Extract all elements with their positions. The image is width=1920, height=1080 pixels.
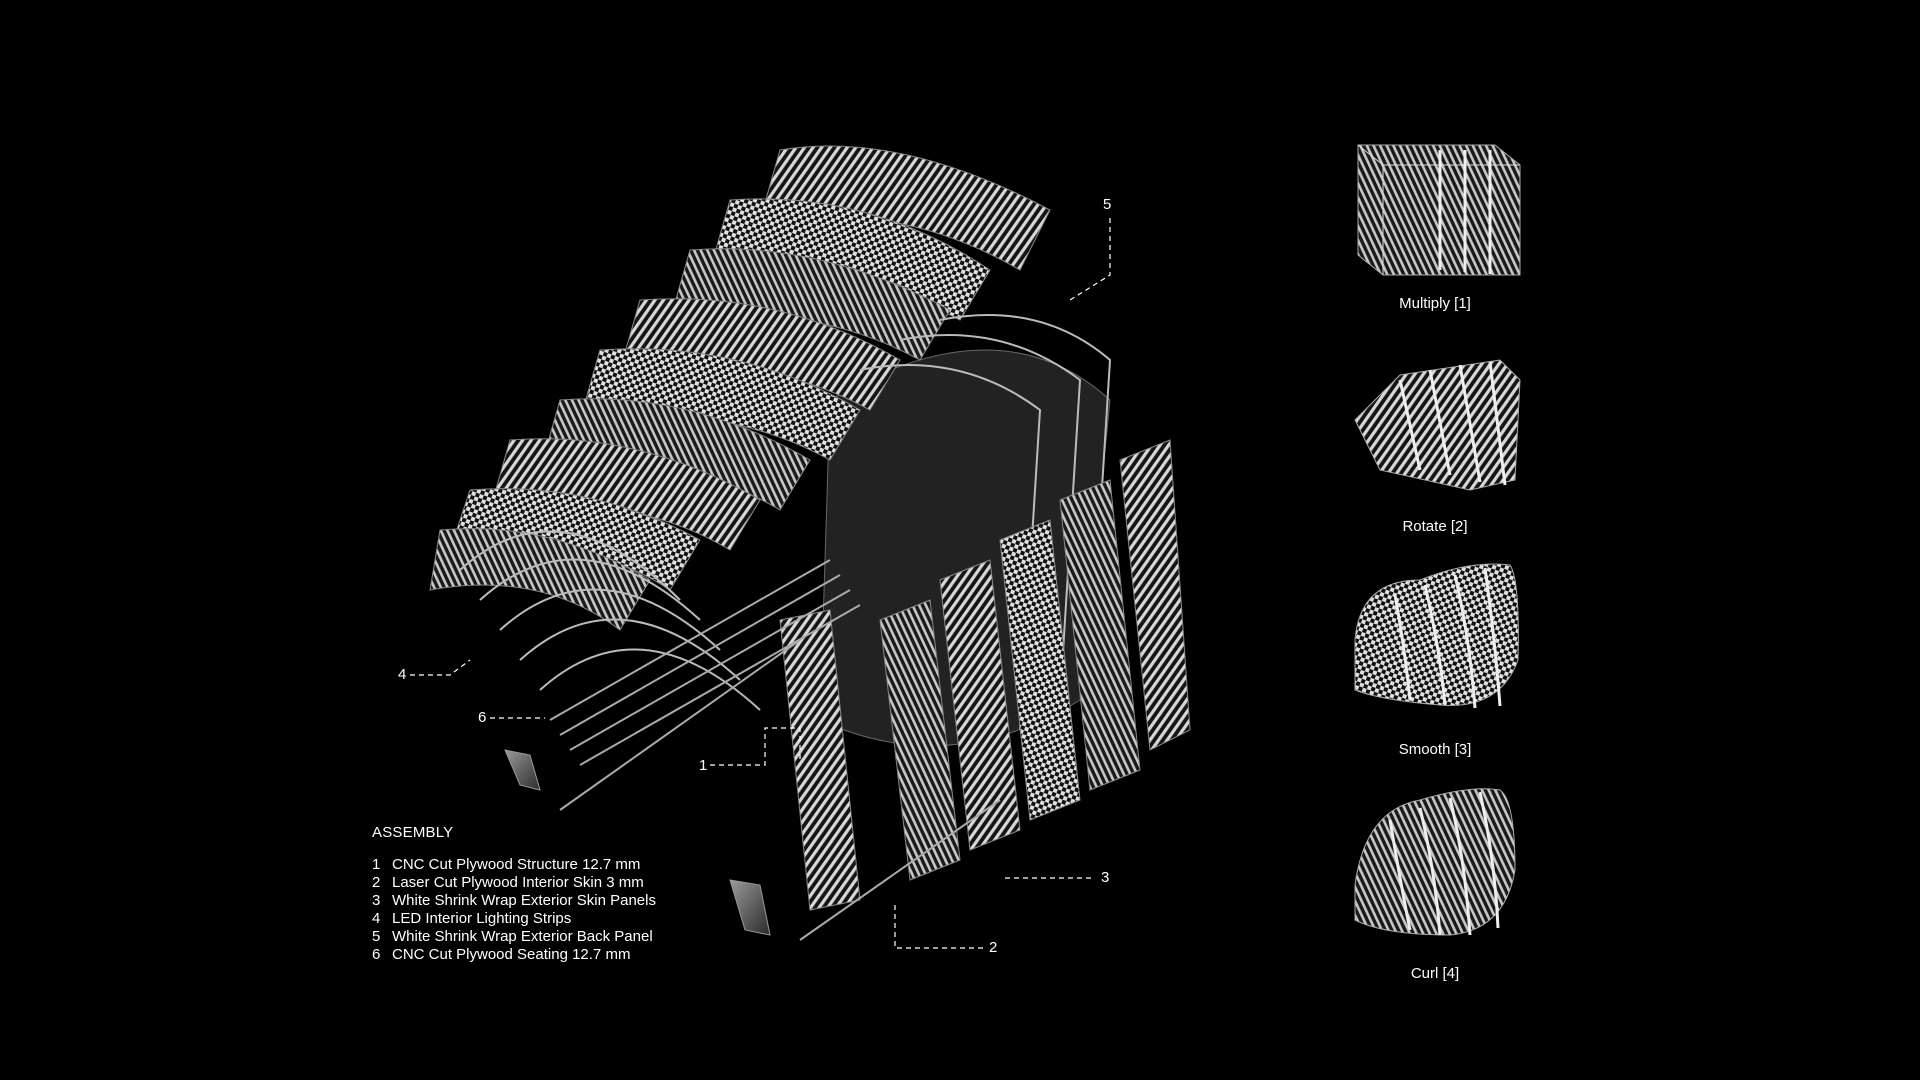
exterior-skin-panels-side: [779, 439, 1191, 911]
legend-heading: ASSEMBLY: [372, 824, 454, 841]
callout-1: 1: [699, 757, 708, 774]
callout-4: 4: [398, 666, 407, 683]
callout-leaders: [410, 218, 1111, 949]
callout-3: 3: [1101, 869, 1110, 886]
step-multiply-icon: [1357, 144, 1521, 276]
callout-5: 5: [1103, 196, 1112, 213]
callout-6: 6: [478, 709, 487, 726]
pavilion-exploded-view: [429, 145, 1191, 941]
callout-2: 2: [989, 939, 998, 956]
step-label-curl: Curl [4]: [1410, 965, 1460, 982]
step-label-smooth: Smooth [3]: [1398, 741, 1472, 758]
plywood-seating: [549, 559, 1001, 941]
lighting-strip-panel: [504, 749, 541, 791]
step-smooth-icon: [1354, 563, 1519, 709]
plywood-rib-structure: [459, 314, 1112, 731]
step-label-rotate: Rotate [2]: [1402, 518, 1468, 535]
step-rotate-icon: [1354, 359, 1521, 491]
back-panel-small: [729, 879, 771, 936]
step-curl-icon: [1354, 788, 1516, 936]
step-label-multiply: Multiply [1]: [1399, 295, 1471, 312]
